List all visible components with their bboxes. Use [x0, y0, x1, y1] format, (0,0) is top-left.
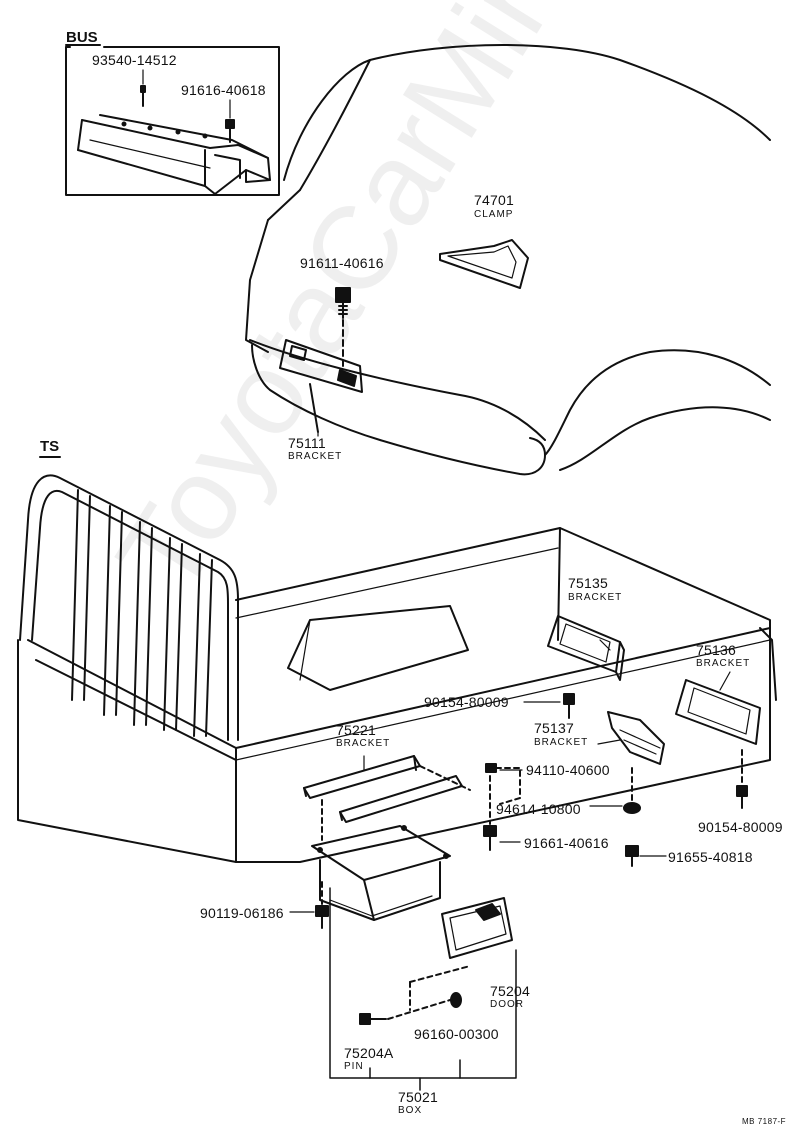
part-number-75111: 75111: [288, 435, 326, 451]
part-number-90154-right: 90154-80009: [698, 819, 783, 835]
nut-96160: [450, 992, 462, 1008]
part-name-74701: CLAMP: [474, 209, 514, 220]
washer-94614: [623, 767, 641, 814]
part-number-91611: 91611-40616: [300, 255, 384, 271]
leader-lines: [289, 431, 731, 913]
part-number-91661: 91661-40616: [524, 835, 609, 851]
part-number-94110: 94110-40600: [526, 762, 610, 778]
section-label-ts: TS: [40, 438, 60, 455]
part-number-75021: 75021: [398, 1089, 438, 1105]
clamp-74701: [439, 239, 529, 289]
part-number-75204A: 75204A: [344, 1045, 394, 1061]
nut-94110: [485, 763, 521, 805]
van-body: [245, 44, 771, 476]
bracket-75135: [547, 615, 625, 681]
bracket-75137: [607, 711, 665, 765]
part-name-75021: BOX: [398, 1105, 423, 1116]
part-number-75204: 75204: [490, 983, 530, 999]
bracket-75221: [303, 755, 471, 841]
part-number-91655: 91655-40818: [668, 849, 753, 865]
truck-bed: [17, 474, 777, 863]
part-number-90119: 90119-06186: [200, 905, 284, 921]
part-name-75204: DOOR: [490, 999, 524, 1010]
part-name-75137: BRACKET: [534, 737, 589, 748]
pin-75204A: [359, 965, 471, 1025]
part-name-75135: BRACKET: [568, 592, 623, 603]
bolt-91661: [483, 775, 497, 851]
section-label-bus: BUS: [66, 29, 98, 46]
bolt-91655: [625, 845, 639, 867]
bolt-90119: [315, 881, 329, 929]
part-number-90154-upper: 90154-80009: [424, 694, 509, 710]
part-number-75137: 75137: [534, 720, 574, 736]
part-number-96160: 96160-00300: [414, 1026, 499, 1042]
part-name-75136: BRACKET: [696, 658, 751, 669]
bus-inset: [65, 46, 280, 196]
door-75204: [441, 897, 513, 959]
part-number-91616: 91616-40618: [181, 82, 266, 98]
part-number-74701: 74701: [474, 192, 514, 208]
bolt-90154-upper: [563, 693, 575, 719]
part-number-75136: 75136: [696, 642, 736, 658]
part-name-75111: BRACKET: [288, 451, 343, 462]
part-number-94614: 94614-10800: [496, 801, 581, 817]
bolt-90154-right: [736, 749, 748, 809]
part-name-75221: BRACKET: [336, 738, 391, 749]
bracket-75136: [675, 679, 761, 745]
box-75021: [311, 825, 451, 921]
bracket-75111: [279, 339, 363, 433]
part-number-93540: 93540-14512: [92, 52, 177, 68]
assembly-brackets: [329, 887, 517, 1091]
drawing-code: MB 7187-F: [742, 1117, 787, 1126]
part-number-75135: 75135: [568, 575, 608, 591]
bolt-91611: [335, 287, 351, 371]
part-number-75221: 75221: [336, 722, 376, 738]
part-name-75204A: PIN: [344, 1061, 364, 1072]
